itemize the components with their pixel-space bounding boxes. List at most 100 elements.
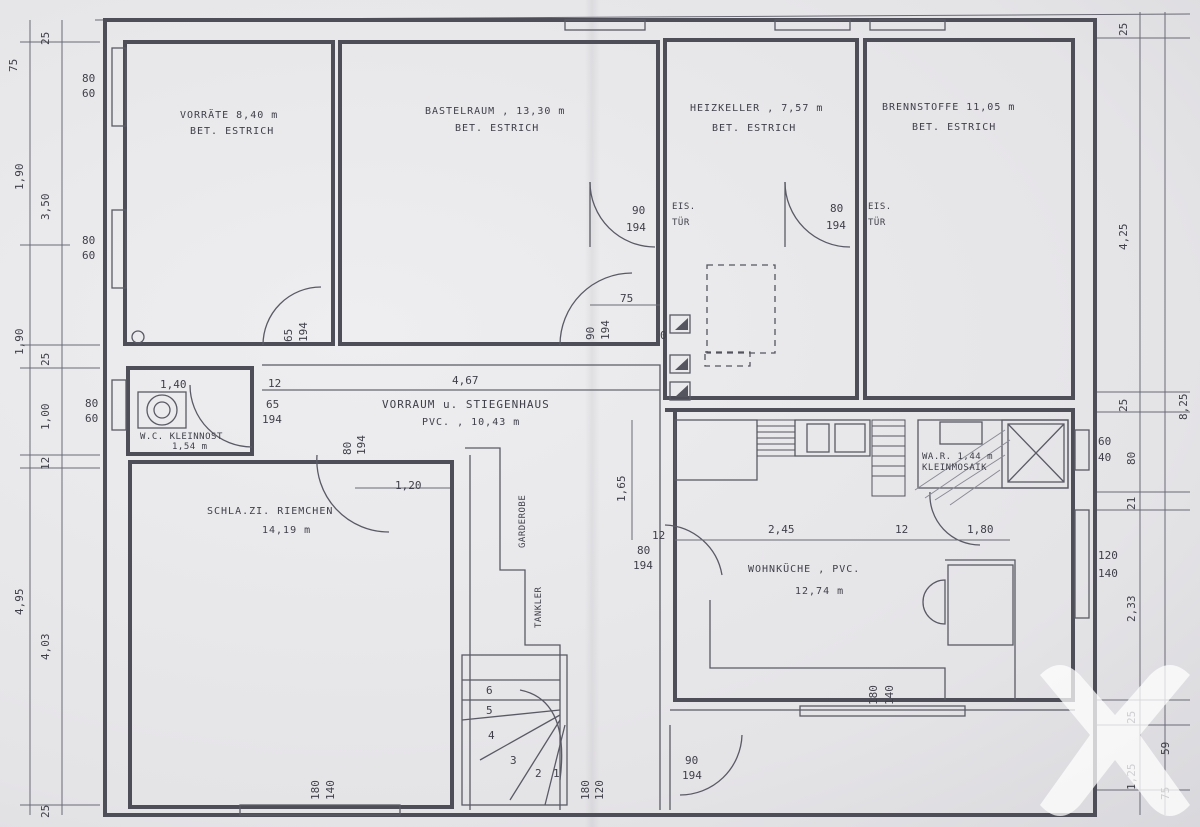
room-name-brennstoffe: BRENNSTOFFE 11,05 m [882, 102, 1016, 113]
windows [111, 19, 1090, 816]
label-tuer-2: TÜR [868, 218, 886, 228]
window-7-width: 180 [309, 780, 322, 800]
walls [103, 18, 1097, 817]
door-swings [189, 181, 981, 796]
dim-right-3: 25 [1117, 398, 1130, 412]
door-7-width: 80 [637, 544, 651, 557]
label-eis-2: EIS. [868, 202, 892, 212]
window-1-width: 80 [82, 72, 96, 85]
room-name-bastelraum: BASTELRAUM , 13,30 m [425, 106, 566, 117]
dim-left-inner-1: 25 [39, 31, 52, 45]
window-4-width: 60 [1098, 435, 1112, 448]
window-7-height: 140 [324, 780, 337, 800]
room-area-wc: 1,54 m [172, 442, 208, 452]
room-name-heizkeller: HEIZKELLER , 7,57 m [690, 103, 824, 114]
dim-stair-165: 1,65 [615, 475, 628, 503]
door-1-height: 194 [626, 221, 646, 234]
stair-step-2: 2 [535, 767, 542, 780]
dim-left-top: 75 [7, 58, 20, 72]
window-2-height: 60 [82, 249, 96, 262]
dim-left-inner-2: 3,50 [39, 193, 52, 221]
door-3-width: 65 [282, 328, 295, 342]
label-tankler: TANKLER [534, 586, 544, 628]
dim-kitchen-width: 2,45 [768, 523, 795, 536]
chimney [669, 314, 691, 401]
window-4-height: 40 [1098, 451, 1112, 464]
door-5-height: 194 [262, 413, 282, 426]
dim-bastel-75: 75 [620, 292, 634, 305]
dim-left-outer-3: 4,95 [13, 588, 26, 616]
door-2-height: 194 [826, 219, 846, 232]
window-3-height: 60 [85, 412, 99, 425]
room-name-vorraete: VORRÄTE 8,40 m [180, 110, 279, 121]
fixtures [131, 330, 1065, 625]
window-8-width: 180 [579, 780, 592, 800]
door-4-height: 194 [599, 320, 612, 340]
stair-step-4: 4 [488, 729, 495, 742]
door-1-width: 90 [632, 204, 646, 217]
watermark-logo [1040, 665, 1190, 816]
dim-kitchen-12-b: 12 [895, 523, 909, 536]
door-2-width: 80 [830, 202, 844, 215]
door-6-width: 80 [341, 441, 354, 455]
dim-schlaf-120: 1,20 [395, 479, 422, 492]
staircase [461, 654, 568, 806]
dim-left-inner-5: 12 [39, 456, 52, 470]
room-name-wohnkueche: WOHNKÜCHE , PVC. [748, 564, 861, 575]
door-5-width: 65 [266, 398, 280, 411]
dim-right-1: 25 [1117, 22, 1130, 36]
window-3-width: 80 [85, 397, 99, 410]
boiler-base-outline [704, 351, 751, 367]
room-floor-bastelraum: BET. ESTRICH [455, 123, 540, 134]
door-3-height: 194 [297, 322, 310, 342]
dim-chimney-0: 0 [660, 329, 667, 342]
dim-left-inner-6: 4,03 [39, 633, 52, 661]
dim-left-outer-1: 1,90 [13, 163, 26, 191]
dim-right-6: 2,33 [1125, 595, 1138, 623]
door-7-height: 194 [633, 559, 653, 572]
label-garderobe: GARDEROBE [518, 494, 528, 548]
stair-step-3: 3 [510, 754, 517, 767]
window-6-height: 140 [883, 685, 896, 705]
dim-left-inner-4: 1,00 [39, 403, 52, 431]
window-1-height: 60 [82, 87, 96, 100]
dim-kitchen-right: 1,80 [967, 523, 994, 536]
dim-corridor-width: 4,67 [452, 374, 479, 387]
kitchen-counter-hatch [756, 419, 906, 497]
room-floor-vorraete: BET. ESTRICH [190, 126, 275, 137]
dim-right-4: 80 [1125, 451, 1138, 465]
door-8-height: 194 [682, 769, 702, 782]
room-floor-brennstoffe: BET. ESTRICH [912, 122, 997, 133]
room-area-wohnkueche: 12,74 m [795, 586, 845, 597]
room-floor-vorraum: PVC. , 10,43 m [422, 417, 521, 428]
dim-kitchen-12-a: 12 [652, 529, 666, 542]
label-tuer-1: TÜR [672, 218, 690, 228]
stair-step-1: 1 [553, 767, 560, 780]
door-6-height: 194 [355, 435, 368, 455]
stair-step-5: 5 [486, 704, 493, 717]
room-floor-waschraum: KLEINMOSAIK [922, 463, 988, 473]
window-2-width: 80 [82, 234, 96, 247]
window-5-height: 140 [1098, 567, 1118, 580]
dim-wc-12: 12 [268, 377, 282, 390]
door-8-width: 90 [685, 754, 699, 767]
room-floor-heizkeller: BET. ESTRICH [712, 123, 797, 134]
door-4-width: 90 [584, 326, 597, 340]
room-name-schlafzimmer: SCHLA.ZI. RIEMCHEN [207, 506, 334, 517]
dim-wc-width: 1,40 [160, 378, 187, 391]
dim-left-outer-2: 1,90 [13, 328, 26, 356]
room-name-waschraum: WA.R. 1,44 m [922, 452, 994, 462]
dim-right-5: 21 [1125, 496, 1138, 510]
window-8-height: 120 [593, 780, 606, 800]
dim-right-2: 4,25 [1117, 223, 1130, 251]
stair-step-6: 6 [486, 684, 493, 697]
room-area-schlafzimmer: 14,19 m [262, 525, 312, 536]
window-6-width: 180 [867, 685, 880, 705]
dim-right-total: 8,25 [1177, 393, 1190, 421]
room-name-vorraum: VORRAUM u. STIEGENHAUS [382, 398, 550, 411]
dim-left-inner-7: 25 [39, 804, 52, 818]
boiler-outline [706, 264, 776, 354]
dim-left-inner-3: 25 [39, 352, 52, 366]
